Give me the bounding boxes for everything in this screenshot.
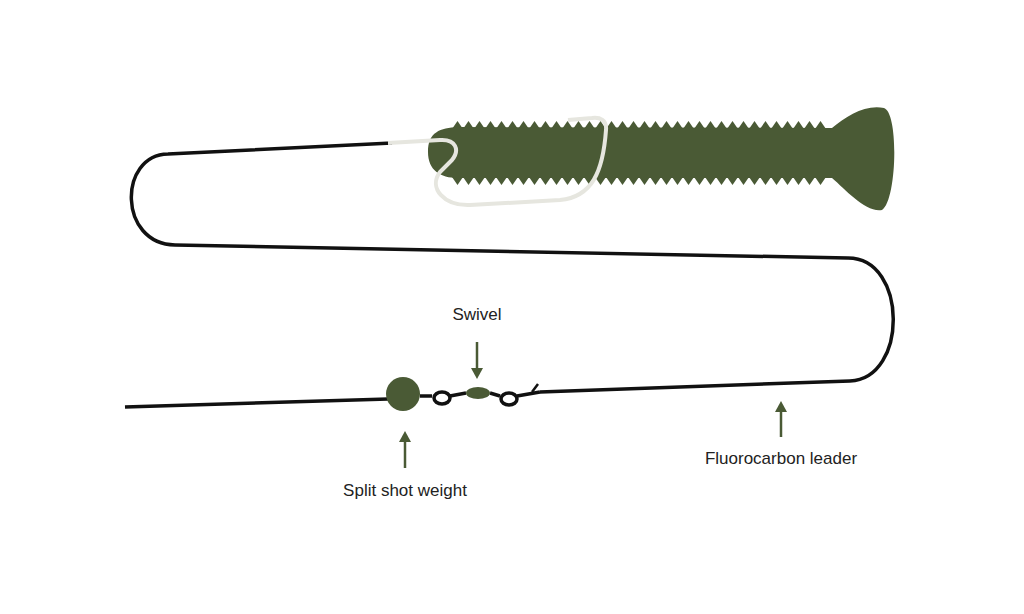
split-shot-weight — [386, 377, 420, 411]
swivel-symbol — [420, 384, 540, 405]
part-label: Split shot weight — [343, 481, 467, 501]
part-label: Fluorocarbon leader — [705, 449, 857, 469]
main-line — [125, 399, 388, 407]
fluorocarbon-leader-line — [131, 143, 893, 392]
part-label: Swivel — [452, 305, 501, 325]
swivel-body — [466, 387, 490, 399]
soft-plastic-worm — [428, 107, 894, 210]
hook — [388, 118, 606, 205]
